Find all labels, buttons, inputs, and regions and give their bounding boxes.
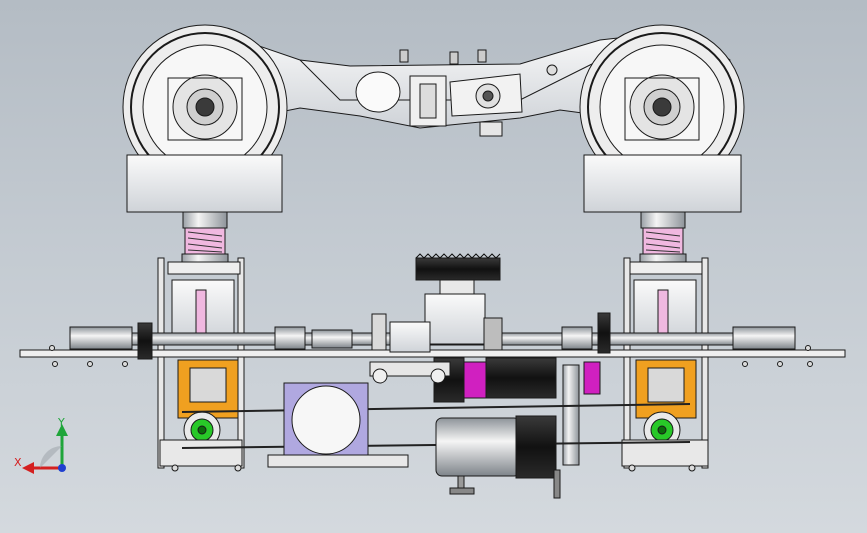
axis-x-label: X	[14, 456, 22, 469]
rig-frame-left	[157, 257, 245, 469]
link-arm	[369, 361, 451, 377]
motor-icon	[485, 357, 557, 399]
flange-right	[597, 312, 611, 354]
gear-assembly	[371, 253, 503, 353]
spring-left	[181, 211, 229, 265]
shaft-end-left	[69, 326, 133, 350]
spring-right	[639, 211, 687, 265]
flange-left	[137, 322, 153, 360]
base-plate	[19, 349, 846, 358]
wheel-left	[122, 24, 288, 190]
shaft-end-right	[732, 326, 796, 350]
drive-motor	[435, 415, 561, 499]
axis-y-label: Y	[57, 416, 65, 429]
clutch-center	[463, 361, 489, 399]
bolts	[49, 345, 813, 472]
axis-triad-icon: Y X	[14, 416, 68, 474]
bearing-housing	[267, 382, 409, 468]
axlebox-left	[126, 154, 283, 213]
axlebox-right	[583, 154, 742, 213]
wheel-right	[579, 24, 745, 190]
rig-frame-right	[621, 257, 709, 469]
